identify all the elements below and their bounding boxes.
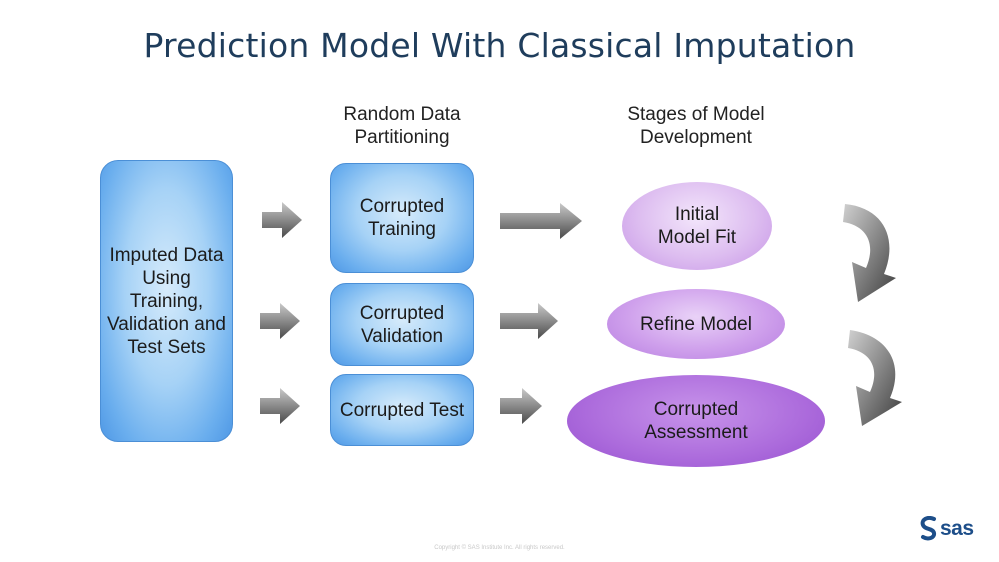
curved-down-arrow-icon <box>843 204 896 302</box>
page-title: Prediction Model With Classical Imputati… <box>143 26 856 65</box>
right-arrow-icon <box>260 303 300 339</box>
column-heading-partitioning: Random Data Partitioning <box>343 104 461 148</box>
right-arrow-icon <box>260 388 300 424</box>
copyright-notice: Copyright © SAS Institute Inc. All right… <box>434 545 565 551</box>
initial-model-fit-stage: Initial Model Fit <box>622 182 772 270</box>
sas-logo: sas <box>918 516 974 542</box>
corrupted-assessment-label: Corrupted Assessment <box>644 399 748 443</box>
corrupted-training-box: Corrupted Training <box>330 163 474 273</box>
sas-logo-text: sas <box>940 517 974 540</box>
column-heading-stages: Stages of Model Development <box>627 104 765 148</box>
initial-model-fit-label: Initial Model Fit <box>657 204 737 248</box>
right-arrow-icon <box>500 388 542 424</box>
corrupted-validation-box: Corrupted Validation <box>330 283 474 366</box>
refine-model-label: Refine Model <box>640 313 752 335</box>
corrupted-assessment-stage: Corrupted Assessment <box>567 375 825 467</box>
right-arrow-icon <box>500 203 582 239</box>
imputed-data-box: Imputed Data Using Training, Validation … <box>100 160 233 442</box>
curved-down-arrow-icon <box>848 330 902 426</box>
right-arrow-icon <box>500 303 558 339</box>
refine-model-stage: Refine Model <box>607 289 785 359</box>
sas-logo-icon <box>920 516 937 541</box>
right-arrow-icon <box>262 202 302 238</box>
corrupted-test-box: Corrupted Test <box>330 374 474 446</box>
